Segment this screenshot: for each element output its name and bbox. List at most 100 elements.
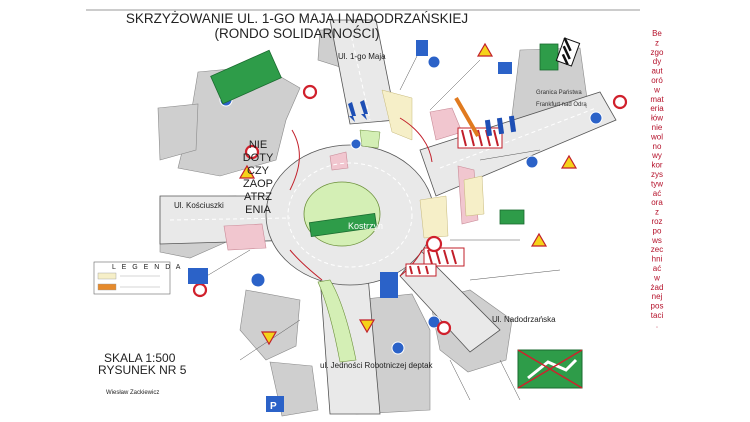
info-board-1: [380, 272, 398, 298]
side-note-line: nej: [652, 292, 663, 301]
parking-sign: [266, 396, 284, 412]
side-note-line: nie: [652, 123, 663, 132]
label-granica: Granica Państwa: [536, 90, 582, 96]
sign-no-entry-2: [244, 144, 260, 160]
legend-title: L E G E N D A: [112, 264, 182, 271]
sign-no-entry-5: [436, 320, 452, 336]
sign-blue-circle-4: [427, 315, 441, 329]
scale-text: SKALA 1:500: [104, 351, 176, 365]
side-note-line: zgo: [651, 48, 664, 57]
side-note-line: żad: [651, 283, 664, 292]
sign-blue-circle-7: [391, 341, 405, 355]
sign-triangle-3: [260, 331, 278, 346]
legend-swatch-yellow: [97, 272, 117, 280]
direction-sign-north: [539, 43, 559, 71]
stamp-line-6: ENIA: [245, 204, 271, 216]
side-note-line: kor: [651, 161, 662, 170]
side-note-line: w: [653, 273, 660, 282]
red-curbs: [289, 117, 433, 281]
side-note-line: wy: [651, 151, 662, 160]
direction-signs: [210, 43, 559, 237]
side-note-line: ora: [651, 198, 663, 207]
stamp-text: NIE DOTY CZY ZAOP ATRZ ENIA: [243, 139, 274, 216]
legend-swatch-orange: [97, 283, 117, 291]
parking-letter: P: [270, 401, 277, 412]
side-note-line: Be: [652, 29, 662, 38]
street-label-southeast: Ul. Nadodrzańska: [492, 315, 556, 324]
side-note-line: pos: [651, 302, 664, 311]
center-sign-text: Kostrzyn: [348, 221, 383, 231]
street-label-south-1: ul. Jedności Robotniczej deptak: [320, 361, 434, 370]
title-line1: SKRZYŻOWANIE UL. 1-GO MAJA I NADODRZAŃSK…: [126, 11, 468, 26]
side-note-line: z: [655, 208, 659, 217]
info-board-3: [416, 40, 428, 56]
street-label-west: Ul. Kościuszki: [174, 201, 224, 210]
sign-triangle-2: [530, 232, 548, 247]
info-board-4: [498, 62, 512, 74]
legend: L E G E N D A: [93, 261, 182, 295]
side-note: Bezzgodyautorówmateriałówniewolnowykorzy…: [650, 29, 664, 329]
sign-triangle-1: [476, 42, 494, 57]
author-name: Wiesław Zackiewicz: [106, 390, 159, 396]
sign-no-entry-4: [192, 282, 208, 298]
sign-blue-circle-6: [589, 111, 603, 125]
side-note-line: dy: [653, 57, 661, 66]
side-note-line: ws: [651, 236, 662, 245]
side-note-line: hni: [652, 255, 663, 264]
center-direction-sign: [308, 213, 378, 237]
lane-markings: [169, 29, 597, 268]
side-note-line: tyw: [651, 179, 663, 188]
figure-number: RYSUNEK NR 5: [98, 363, 187, 377]
side-note-line: zec: [651, 245, 663, 254]
verges: [381, 89, 485, 239]
sign-triangle-6: [560, 154, 578, 169]
south-island: [317, 279, 357, 363]
label-frankfurt: Frankfurt nad Odrą: [536, 102, 587, 108]
side-note-line: .: [656, 320, 658, 329]
title-line2: (RONDO SOLIDARNOŚCI): [214, 26, 379, 41]
side-note-line: po: [653, 226, 662, 235]
chevron-board: [555, 37, 581, 67]
zebra-crossings: [405, 127, 503, 277]
warning-signs: [238, 42, 578, 346]
side-note-line: zys: [651, 170, 663, 179]
side-note-line: aut: [651, 67, 663, 76]
stamp-line-5: ATRZ: [244, 191, 272, 203]
north-island: [359, 129, 381, 149]
side-note-line: z: [655, 38, 659, 47]
side-note-line: wol: [650, 132, 663, 141]
stamp-line-4: ZAOP: [243, 178, 273, 190]
sign-no-entry-1: [302, 84, 318, 100]
stamp-line-2: DOTY: [243, 152, 274, 164]
side-note-line: roz: [651, 217, 662, 226]
street-label-north: Ul. 1-go Maja: [338, 52, 386, 61]
barrier-pole: [454, 96, 480, 138]
sign-blue-circle-3: [250, 272, 266, 288]
sign-blue-circle-2: [427, 55, 441, 69]
road-sign-board: [517, 349, 583, 389]
side-note-line: no: [653, 142, 662, 151]
stamp-line-1: NIE: [249, 139, 267, 151]
side-note-line: ać: [653, 264, 661, 273]
sign-triangle-4: [358, 319, 376, 334]
side-note-line: taci: [651, 311, 664, 320]
sign-no-entry-6: [612, 94, 628, 110]
side-note-line: łów: [651, 114, 663, 123]
sign-no-entry-3: [425, 235, 443, 253]
side-note-line: oró: [651, 76, 663, 85]
sign-triangle-5: [238, 164, 256, 179]
blue-signs: [219, 55, 603, 355]
lane-arrows: [348, 100, 517, 137]
direction-sign-east: [499, 209, 525, 225]
side-note-line: mat: [650, 95, 664, 104]
street-south-text: ul. Jedności Robotniczej deptak: [320, 361, 434, 370]
info-board-2: [188, 268, 208, 284]
side-note-line: w: [653, 85, 660, 94]
direction-sign-northwest: [210, 49, 282, 105]
side-note-line: eria: [650, 104, 664, 113]
stamp-line-3: CZY: [247, 165, 270, 177]
sign-blue-circle-5: [525, 155, 539, 169]
sign-blue-circle-8: [350, 138, 362, 150]
info-boards: P: [188, 40, 512, 412]
